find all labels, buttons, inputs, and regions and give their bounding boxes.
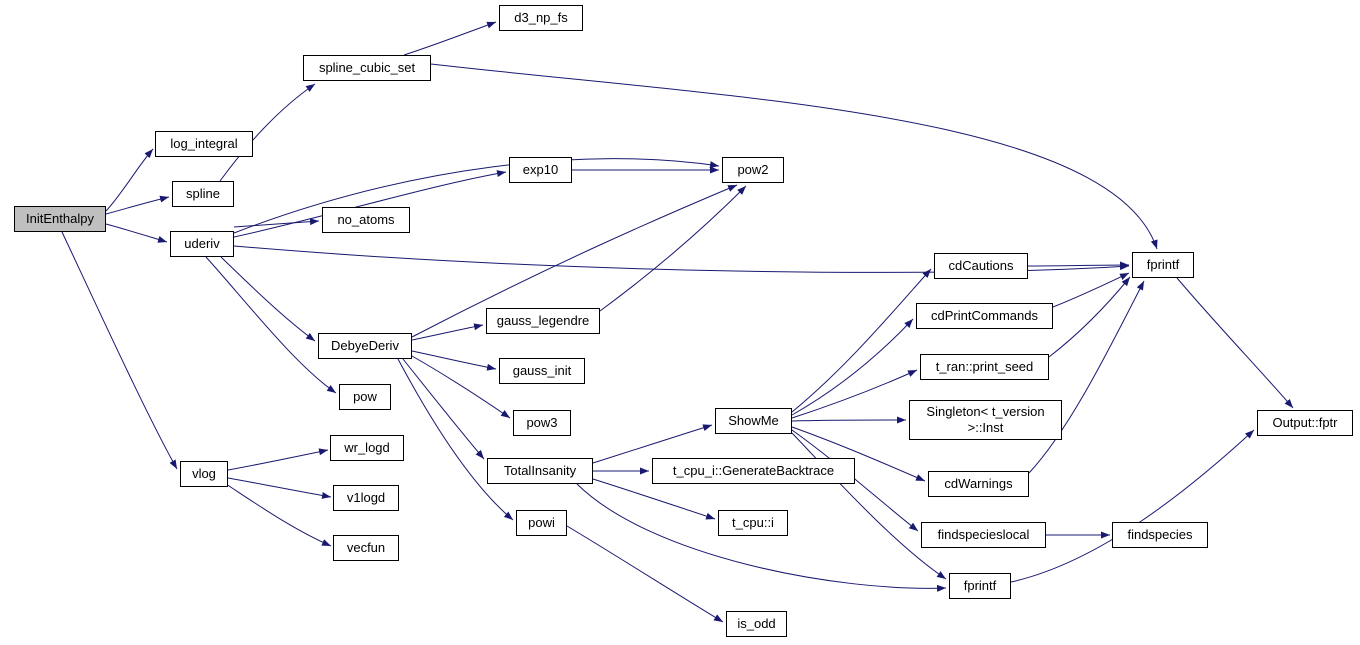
graph-node-vecfun[interactable]: vecfun [333, 535, 399, 561]
edge-powi-to-is_odd [566, 525, 724, 623]
edge-ShowMe-to-fprintf_b [791, 432, 947, 580]
edge-InitEnthalpy-to-uderiv [105, 223, 168, 243]
edge-DebyeDeriv-to-pow3 [411, 355, 511, 419]
graph-node-log_integral[interactable]: log_integral [155, 131, 253, 157]
graph-node-d3_np_fs[interactable]: d3_np_fs [499, 5, 583, 31]
edge-InitEnthalpy-to-vlog [61, 231, 178, 470]
edge-t_ran_print_seed-to-fprintf_a [1048, 276, 1131, 358]
edge-uderiv-to-pow2 [233, 158, 720, 234]
graph-node-pow[interactable]: pow [339, 384, 391, 410]
graph-node-wr_logd[interactable]: wr_logd [330, 435, 404, 461]
edge-fprintf_a-to-Output_fptr [1176, 277, 1294, 409]
graph-node-no_atoms[interactable]: no_atoms [322, 207, 410, 233]
graph-node-powi[interactable]: powi [516, 510, 567, 536]
graph-node-gauss_legendre[interactable]: gauss_legendre [486, 308, 600, 334]
edge-gauss_legendre-to-pow2 [599, 185, 747, 312]
edge-spline_cubic_set-to-fprintf_a [430, 63, 1158, 250]
edge-ShowMe-to-Singleton_Inst [791, 416, 907, 424]
graph-node-pow2[interactable]: pow2 [722, 157, 784, 183]
graph-node-t_ran_print_seed[interactable]: t_ran::print_seed [920, 354, 1049, 380]
edge-InitEnthalpy-to-spline [105, 195, 170, 215]
graph-node-uderiv[interactable]: uderiv [170, 231, 234, 257]
graph-node-gauss_init[interactable]: gauss_init [499, 358, 585, 384]
edge-vlog-to-wr_logd [227, 448, 329, 471]
graph-node-t_cpu_i_GenerateBacktrace[interactable]: t_cpu_i::GenerateBacktrace [652, 458, 855, 484]
edge-ShowMe-to-cdPrintCommands [791, 318, 914, 416]
edge-DebyeDeriv-to-pow2 [411, 184, 738, 338]
edge-vlog-to-v1logd [227, 477, 332, 499]
graph-node-findspecies[interactable]: findspecies [1112, 522, 1208, 548]
graph-node-ShowMe[interactable]: ShowMe [715, 408, 792, 434]
edge-TotalInsanity-to-t_cpu_i [592, 478, 716, 520]
edge-DebyeDeriv-to-powi [397, 358, 514, 521]
edge-uderiv-to-fprintf_a [233, 245, 1130, 273]
edge-spline_cubic_set-to-d3_np_fs [403, 21, 497, 56]
graph-node-TotalInsanity[interactable]: TotalInsanity [487, 458, 593, 484]
graph-node-cdWarnings[interactable]: cdWarnings [928, 471, 1029, 497]
graph-node-Output_fptr[interactable]: Output::fptr [1257, 410, 1353, 436]
edge-ShowMe-to-t_ran_print_seed [791, 369, 918, 419]
graph-node-exp10[interactable]: exp10 [509, 157, 572, 183]
edge-vlog-to-vecfun [225, 483, 332, 547]
edge-TotalInsanity-to-fprintf_b [576, 483, 947, 592]
graph-node-cdPrintCommands[interactable]: cdPrintCommands [916, 303, 1053, 329]
edge-spline-to-spline_cubic_set [219, 83, 316, 182]
edge-ShowMe-to-cdCautions [791, 268, 932, 413]
graph-node-t_cpu_i[interactable]: t_cpu::i [718, 510, 788, 536]
edge-ShowMe-to-findspecieslocal [791, 429, 919, 532]
edge-TotalInsanity-to-ShowMe [592, 424, 713, 464]
graph-node-DebyeDeriv[interactable]: DebyeDeriv [318, 333, 412, 359]
edge-cdCautions-to-fprintf_a [1027, 261, 1130, 269]
edge-uderiv-to-pow [205, 256, 337, 394]
graph-node-spline[interactable]: spline [172, 181, 234, 207]
graph-node-findspecieslocal[interactable]: findspecieslocal [921, 522, 1046, 548]
graph-node-Singleton_Inst[interactable]: Singleton< t_version >::Inst [909, 400, 1062, 440]
edge-uderiv-to-no_atoms [233, 218, 320, 228]
graph-node-pow3[interactable]: pow3 [513, 410, 571, 436]
graph-node-is_odd[interactable]: is_odd [726, 611, 787, 637]
edge-ShowMe-to-cdWarnings [791, 426, 926, 482]
edge-uderiv-to-exp10 [233, 170, 507, 238]
graph-node-v1logd[interactable]: v1logd [333, 485, 399, 511]
edge-uderiv-to-DebyeDeriv [220, 256, 316, 342]
graph-node-spline_cubic_set[interactable]: spline_cubic_set [303, 55, 431, 81]
edge-cdWarnings-to-fprintf_a [1028, 280, 1145, 474]
graph-node-vlog[interactable]: vlog [180, 461, 228, 487]
edge-DebyeDeriv-to-TotalInsanity [402, 358, 485, 460]
edge-cdPrintCommands-to-fprintf_a [1052, 272, 1130, 308]
graph-node-fprintf_a[interactable]: fprintf [1132, 252, 1194, 278]
graph-node-InitEnthalpy: InitEnthalpy [14, 206, 106, 232]
graph-node-cdCautions[interactable]: cdCautions [934, 253, 1028, 279]
edge-DebyeDeriv-to-gauss_init [411, 350, 497, 371]
edge-DebyeDeriv-to-gauss_legendre [411, 323, 484, 341]
edge-InitEnthalpy-to-log_integral [105, 148, 154, 212]
graph-node-fprintf_b[interactable]: fprintf [949, 573, 1011, 599]
edge-fprintf_b-to-Output_fptr [1010, 429, 1255, 583]
